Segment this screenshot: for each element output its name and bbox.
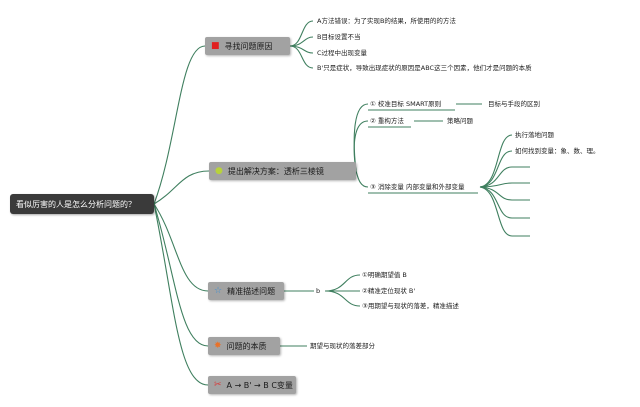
root-node[interactable]: 看似厉害的人是怎么分析问题的？ xyxy=(10,194,154,214)
edge-sub-7 xyxy=(479,186,513,237)
orange-badge-icon: ✸ xyxy=(214,340,222,351)
branch-describe[interactable]: ☆ 精准描述问题 xyxy=(208,282,284,300)
lightbulb-icon: ● xyxy=(215,165,223,176)
solution-item-2[interactable]: ② 重构方法 xyxy=(370,117,404,125)
solution-sub-item-1[interactable]: 执行落地问题 xyxy=(515,131,554,139)
edge-cause-2 xyxy=(289,36,314,47)
cause-item-4[interactable]: B'只是症状，导致出现症状的原因是ABC这三个因素，他们才是问题的本质 xyxy=(317,64,532,72)
solution-item-1-note[interactable]: 目标与手段的区别 xyxy=(488,100,540,108)
branch-label: A → B' → B C变量 xyxy=(226,380,293,390)
branch-label: 精准描述问题 xyxy=(227,286,276,296)
solution-item-3[interactable]: ③ 消除变量 内部变量和外部变量 xyxy=(370,183,465,191)
edge-sub-2 xyxy=(479,150,513,188)
wrench-icon: ✂ xyxy=(214,379,222,390)
edge-root-to-essence xyxy=(153,203,209,347)
edge-root-to-variables xyxy=(153,203,209,386)
cause-item-1[interactable]: A方法错误：为了实现B的结果，所使用的的方法 xyxy=(317,17,456,25)
solution-item-2-note[interactable]: 策略问题 xyxy=(447,117,473,125)
branch-label: 提出解决方案：透析三棱镜 xyxy=(227,166,324,176)
edge-root-to-describe xyxy=(153,203,209,292)
edge-root-to-cause xyxy=(153,45,206,205)
branch-find-cause[interactable]: ■ 寻找问题原因 xyxy=(205,37,290,55)
edge-sub-4 xyxy=(479,182,513,188)
branch-variables[interactable]: ✂ A → B' → B C变量 xyxy=(208,376,296,394)
essence-item-1[interactable]: 期望与现状的落差部分 xyxy=(310,342,375,350)
branch-label: 问题的本质 xyxy=(226,341,267,351)
solution-item-1[interactable]: ① 校准目标 SMART原则 xyxy=(370,100,442,108)
branch-essence[interactable]: ✸ 问题的本质 xyxy=(208,337,280,355)
edge-sub-3 xyxy=(479,166,513,188)
edge-root-to-solution xyxy=(153,170,210,205)
branch-label: 寻找问题原因 xyxy=(224,41,273,51)
cause-item-2[interactable]: B目标设置不当 xyxy=(317,33,361,41)
edge-describe-1 xyxy=(324,274,361,292)
red-flag-icon: ■ xyxy=(211,40,220,51)
describe-item-2[interactable]: ②精准定位现状 B' xyxy=(362,287,416,295)
describe-item-1[interactable]: ①明确期望值 B xyxy=(362,271,407,279)
solution-sub-item-2[interactable]: 如何找到变量：象、数、理。 xyxy=(515,147,600,155)
branch-solution[interactable]: ● 提出解决方案：透析三棱镜 xyxy=(209,162,356,180)
describe-item-3[interactable]: ③用期望与现状的落差，精准描述 xyxy=(362,302,459,310)
edge-cause-4 xyxy=(289,45,314,69)
star-icon: ☆ xyxy=(214,285,223,296)
cause-item-3[interactable]: C过程中出现变量 xyxy=(317,49,368,57)
describe-mid-label[interactable]: b xyxy=(316,287,321,295)
edge-solution-3 xyxy=(355,170,369,188)
edge-solution-2 xyxy=(353,120,369,172)
edge-describe-3 xyxy=(324,290,361,307)
edge-solution-1 xyxy=(353,103,369,172)
